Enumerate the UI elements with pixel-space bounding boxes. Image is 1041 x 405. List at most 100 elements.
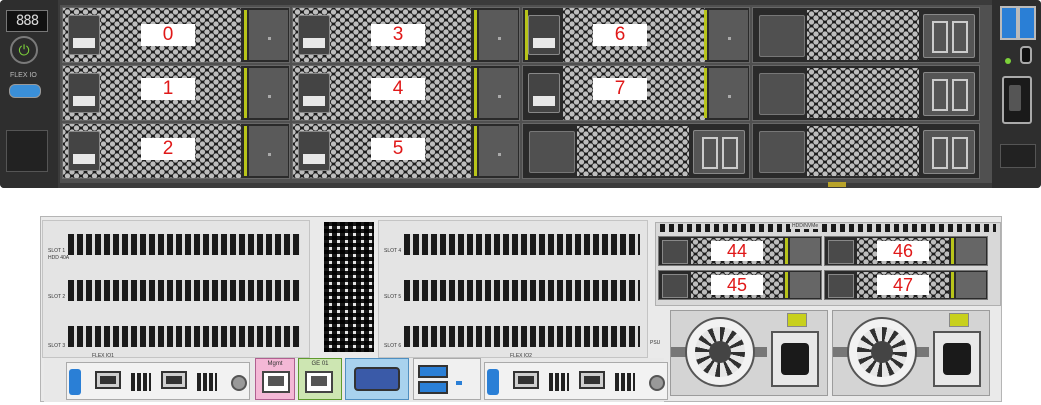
drive-handle[interactable] <box>956 238 986 264</box>
drive-accent <box>785 238 788 264</box>
drive-accent <box>474 68 477 118</box>
pcie-slot-3[interactable] <box>68 326 300 347</box>
card-screw[interactable] <box>649 375 665 391</box>
drive-handle[interactable] <box>479 10 518 60</box>
drive-label: 1 <box>141 78 195 100</box>
drive-handle[interactable] <box>790 272 820 298</box>
drive-latch[interactable] <box>68 131 100 171</box>
rear-usb-port-1[interactable] <box>418 365 448 378</box>
pcie-slot-4[interactable] <box>404 234 640 255</box>
drive-accent <box>525 10 528 60</box>
psu-power-socket[interactable] <box>771 331 819 387</box>
drive-latch[interactable] <box>68 73 100 113</box>
drive-latch[interactable] <box>528 73 560 113</box>
drive-label: 45 <box>711 275 763 295</box>
drive-label: 6 <box>593 24 647 46</box>
drive-accent <box>474 126 477 176</box>
sfp-port-1[interactable] <box>513 371 539 389</box>
mgmt-port[interactable]: Mgmt <box>255 358 295 400</box>
front-usb-port-2[interactable] <box>1018 6 1036 40</box>
rj45-socket[interactable] <box>305 371 333 393</box>
front-usb-port-1[interactable] <box>1000 6 1018 40</box>
pcie-slot-2[interactable] <box>68 280 300 301</box>
drive-bay-1[interactable]: 1 <box>62 65 290 121</box>
drive-latch[interactable] <box>662 240 688 264</box>
vga-connector[interactable] <box>354 367 400 391</box>
flex-io-card-2[interactable] <box>484 362 668 400</box>
front-left-block <box>6 130 48 172</box>
blank-handle[interactable] <box>923 14 975 58</box>
drive-label: 47 <box>877 275 929 295</box>
drive-latch[interactable] <box>828 240 854 264</box>
drive-latch[interactable] <box>68 15 100 55</box>
psu-release-clip[interactable] <box>949 313 969 327</box>
slot-hdd-tag: HDD 40A <box>48 255 70 261</box>
drive-handle[interactable] <box>249 126 288 176</box>
psu-power-socket[interactable] <box>933 331 981 387</box>
drive-bay-5[interactable]: 5 <box>292 123 520 179</box>
rj45-socket[interactable] <box>262 371 290 393</box>
rear-usb-port-2[interactable] <box>418 381 448 394</box>
card-release-tab[interactable] <box>487 369 499 395</box>
drive-bay-0[interactable]: 0 <box>62 7 290 63</box>
drive-handle[interactable] <box>956 272 986 298</box>
slot-label: SLOT 2 <box>48 294 66 300</box>
drive-latch[interactable] <box>662 274 688 298</box>
blank-handle[interactable] <box>923 72 975 116</box>
drive-label: 46 <box>877 241 929 261</box>
drive-latch[interactable] <box>298 73 330 113</box>
port-led-block <box>615 373 635 391</box>
sfp-port-2[interactable] <box>579 371 605 389</box>
drive-latch[interactable] <box>528 15 560 55</box>
flex-io-card-1[interactable] <box>66 362 250 400</box>
drive-handle[interactable] <box>479 68 518 118</box>
pcie-slot-5[interactable] <box>404 280 640 301</box>
drive-bay-4[interactable]: 4 <box>292 65 520 121</box>
drive-handle[interactable] <box>790 238 820 264</box>
rear-drive-bay-47[interactable]: 47 <box>824 270 988 300</box>
drive-latch[interactable] <box>298 131 330 171</box>
pcie-slot-1[interactable] <box>68 234 300 255</box>
power-supply-1[interactable] <box>670 310 828 396</box>
blank-filler <box>752 123 980 179</box>
psu-label: PSU <box>650 340 661 346</box>
drive-bay-3[interactable]: 3 <box>292 7 520 63</box>
ge-port-label: GE 01 <box>311 361 329 367</box>
front-usb-c-port[interactable] <box>1020 46 1032 64</box>
rear-drive-bay-46[interactable]: 46 <box>824 236 988 266</box>
drive-accent <box>785 272 788 298</box>
drive-bay-2[interactable]: 2 <box>62 123 290 179</box>
drive-handle[interactable] <box>249 10 288 60</box>
drive-accent <box>951 238 954 264</box>
drive-bay-7[interactable]: 7 <box>522 65 750 121</box>
blank-handle[interactable] <box>693 130 745 174</box>
front-vga-port[interactable] <box>1002 76 1032 124</box>
power-supply-2[interactable] <box>832 310 990 396</box>
drive-latch[interactable] <box>828 274 854 298</box>
flex-io-text: FLEX IO <box>10 72 37 79</box>
drive-latch[interactable] <box>298 15 330 55</box>
sfp-port-1[interactable] <box>95 371 121 389</box>
blank-handle[interactable] <box>923 130 975 174</box>
card-release-tab[interactable] <box>69 369 81 395</box>
rear-drive-bay-45[interactable]: 45 <box>658 270 822 300</box>
drive-label: 4 <box>371 78 425 100</box>
rear-drive-bay-44[interactable]: 44 <box>658 236 822 266</box>
drive-accent <box>244 126 247 176</box>
sfp-port-2[interactable] <box>161 371 187 389</box>
ge-port[interactable]: GE 01 <box>298 358 342 400</box>
power-button[interactable]: ⏻ <box>10 36 38 64</box>
drive-bay-6[interactable]: 6 <box>522 7 750 63</box>
drive-accent <box>244 68 247 118</box>
port-led-block <box>131 373 151 391</box>
drive-handle[interactable] <box>249 68 288 118</box>
uid-button[interactable] <box>9 84 41 98</box>
drive-handle-right[interactable] <box>709 10 748 60</box>
rear-vga-port[interactable] <box>345 358 409 400</box>
drive-handle[interactable] <box>479 126 518 176</box>
drive-handle[interactable] <box>709 68 748 118</box>
slot-label: SLOT 3 <box>48 343 66 349</box>
card-screw[interactable] <box>231 375 247 391</box>
psu-release-clip[interactable] <box>787 313 807 327</box>
pcie-slot-6[interactable] <box>404 326 640 347</box>
